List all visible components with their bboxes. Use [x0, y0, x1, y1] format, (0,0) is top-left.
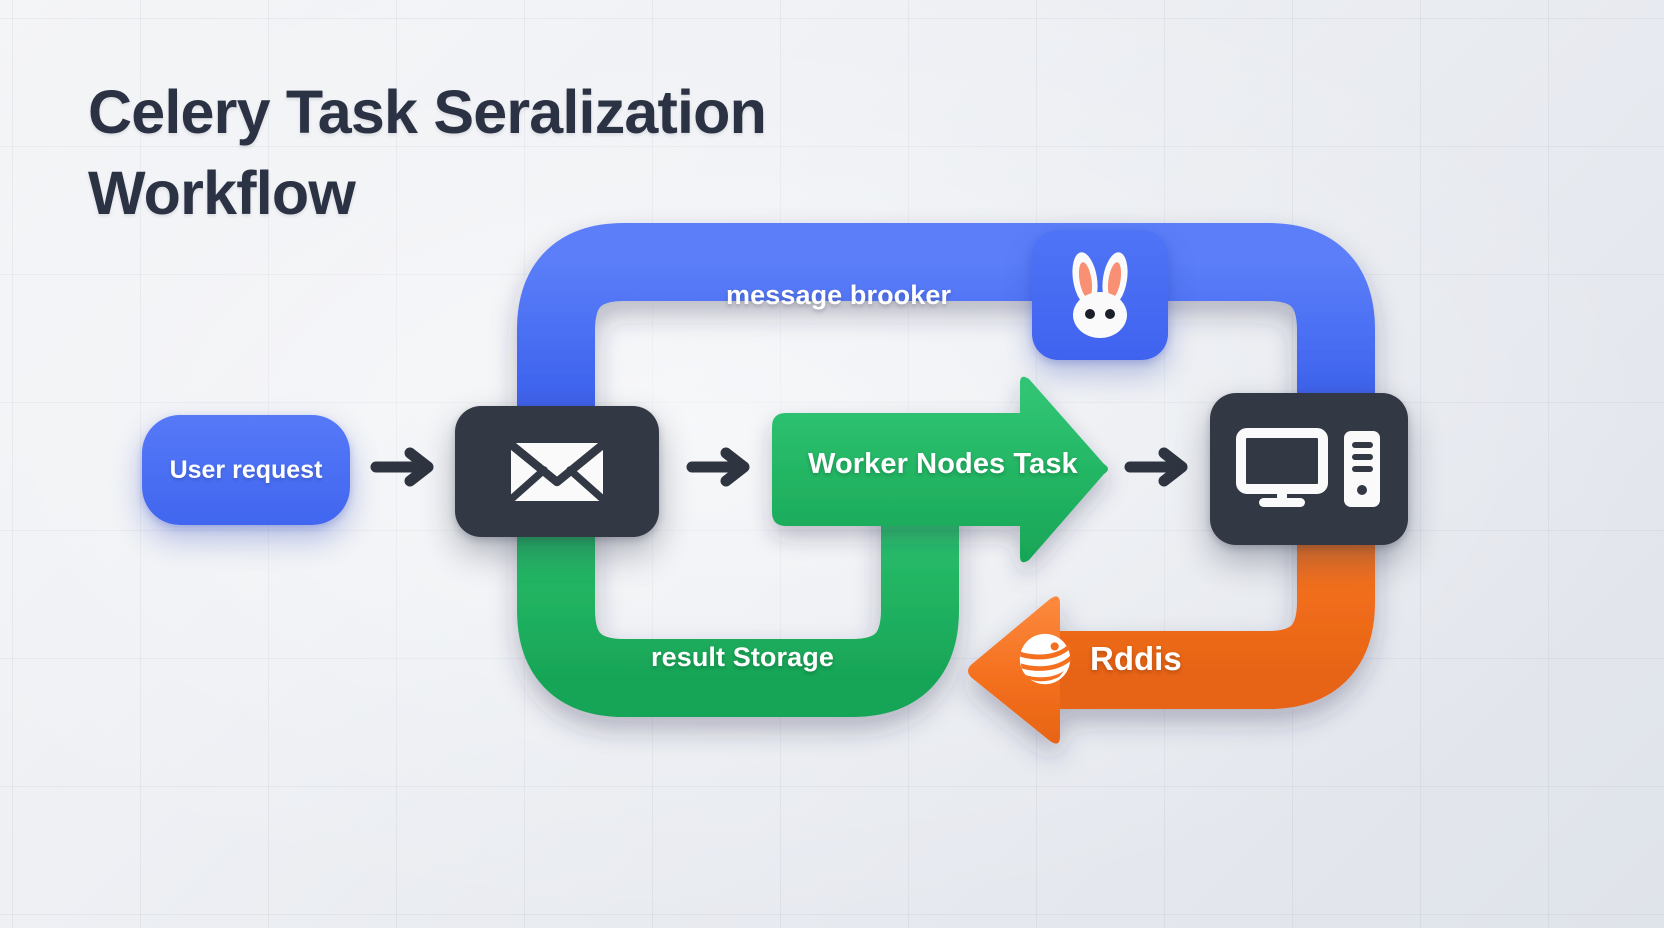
monitor-icon [1235, 428, 1328, 507]
pipe-label-message-broker: message brooker [726, 280, 952, 310]
pipe-redis [968, 431, 1375, 744]
connector-user-to-message [370, 444, 436, 490]
pipe-label-result-storage: result Storage [651, 642, 834, 672]
node-computer-card[interactable] [1210, 393, 1408, 545]
rabbit-icon [1072, 252, 1128, 338]
redis-label: Rddis [1090, 640, 1182, 677]
connector-worker-to-computer [1124, 444, 1190, 490]
pipe-result-storage [517, 431, 959, 717]
envelope-icon [503, 436, 611, 507]
worker-nodes-task-label: Worker Nodes Task [808, 448, 1078, 480]
arrow-right-icon [1124, 447, 1188, 487]
redis-badge: Rddis [1014, 628, 1182, 690]
worker-nodes-task-arrow [772, 376, 1108, 563]
user-request-label: User request [169, 455, 323, 484]
server-tower-icon [1343, 431, 1380, 507]
page-title: Celery Task Seralization Workflow [88, 78, 767, 227]
node-user-request[interactable]: User request [142, 415, 350, 525]
redis-logo-icon [1019, 633, 1071, 685]
connector-message-to-worker [686, 444, 752, 490]
node-message-card[interactable] [455, 406, 659, 537]
arrow-right-icon [686, 447, 750, 487]
pipe-message-broker [517, 223, 1375, 509]
arrow-right-icon [370, 447, 434, 487]
node-rabbitmq-tile[interactable] [1032, 230, 1168, 360]
